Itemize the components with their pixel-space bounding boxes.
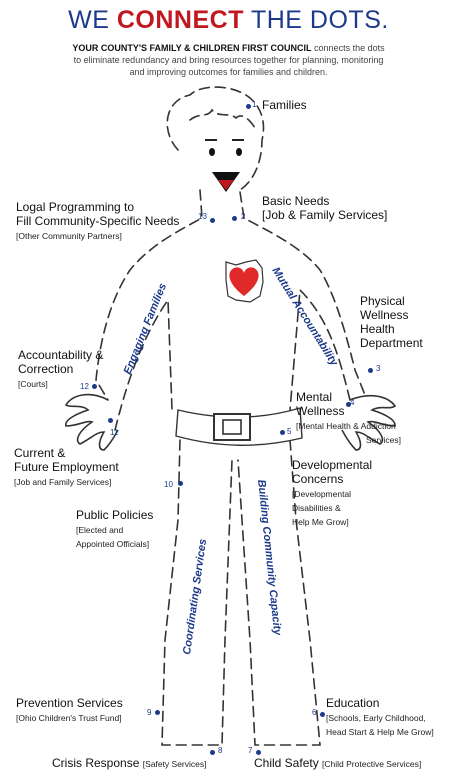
connection-dot	[210, 218, 215, 223]
belt	[175, 407, 303, 446]
number-7: 7	[248, 746, 253, 755]
leg-right-outline	[237, 439, 321, 746]
path-label-coordinating: Coordinating Services	[181, 538, 209, 655]
number-5: 5	[287, 427, 292, 436]
face	[205, 139, 244, 192]
connection-dot	[368, 368, 373, 373]
number-4: 4	[350, 398, 355, 407]
right-hand	[341, 394, 397, 451]
arm-left-inner	[114, 297, 173, 431]
connection-dot	[155, 710, 160, 715]
number-8: 8	[218, 746, 223, 755]
page-title: WE CONNECT THE DOTS.	[68, 6, 389, 34]
head-outline	[166, 86, 265, 191]
number-12: 12	[80, 382, 89, 391]
connection-dot	[320, 712, 325, 717]
label-crisis-response: Crisis Response [Safety Services]	[52, 756, 207, 770]
number-13: 13	[198, 212, 207, 221]
label-basic-needs: Basic Needs[Job & Family Services]	[262, 194, 388, 222]
path-label-engaging: Engaging Families	[122, 282, 170, 377]
left-hand	[64, 393, 119, 451]
body-left-outline	[95, 189, 203, 401]
number-10: 10	[164, 480, 173, 489]
path-label-building: Building Community Capacity	[255, 479, 283, 637]
connection-dot	[346, 402, 351, 407]
connection-dot	[108, 418, 113, 423]
hair	[189, 108, 256, 129]
hands	[64, 393, 397, 451]
label-child-safety: Child Safety [Child Protective Services]	[254, 756, 422, 770]
connection-dot	[232, 216, 237, 221]
connection-dot	[280, 430, 285, 435]
leg-left-outline	[161, 439, 233, 746]
number-11: 11	[110, 428, 119, 437]
ohio-heart-icon	[225, 259, 264, 303]
connection-dot	[92, 384, 97, 389]
connection-dot	[178, 481, 183, 486]
connection-dot	[246, 104, 251, 109]
label-accountability: Accountability &Correction[Courts]	[18, 348, 104, 389]
path-label-mutual: Mutual Accountability	[269, 265, 340, 369]
number-3: 3	[376, 364, 381, 373]
number-1: 1	[252, 100, 257, 109]
label-prevention: Prevention Services[Ohio Children's Trus…	[16, 696, 123, 723]
label-families: Families	[262, 98, 307, 112]
arm-right-inner	[289, 288, 351, 411]
body-right-outline	[239, 191, 366, 396]
number-9: 9	[147, 708, 152, 717]
number-6b: 6	[312, 708, 317, 717]
connection-dot	[210, 750, 215, 755]
intro-text: YOUR COUNTY'S FAMILY & CHILDREN FIRST CO…	[72, 43, 385, 77]
label-employment: Current &Future Employment[Job and Famil…	[14, 446, 119, 487]
connection-dot	[256, 750, 261, 755]
number-2: 2	[241, 212, 246, 221]
label-education: Education[Schools, Early Childhood,Head …	[326, 696, 434, 737]
